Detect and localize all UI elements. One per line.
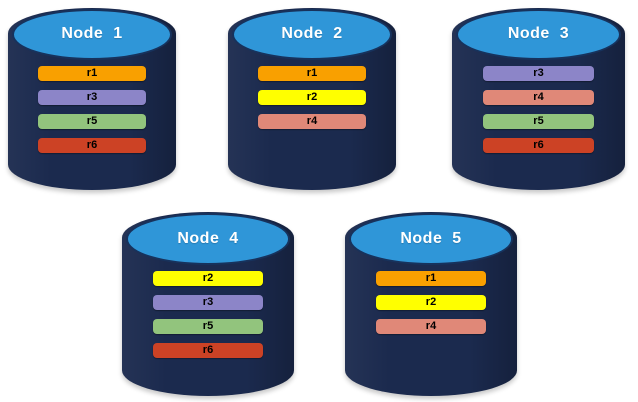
replica-bar-r5[interactable]: r5 bbox=[483, 114, 594, 130]
replica-bar-r4[interactable]: r4 bbox=[483, 90, 594, 106]
replica-bar-r1[interactable]: r1 bbox=[375, 270, 487, 286]
replica-bar-r2[interactable]: r2 bbox=[258, 90, 366, 106]
node-cylinder-top: Node 4 bbox=[125, 213, 291, 265]
node-label: Node 1 bbox=[61, 25, 123, 43]
database-node-2[interactable]: Node 2 r1 r2 r4 bbox=[228, 8, 396, 190]
node-label: Node 3 bbox=[507, 25, 570, 43]
database-node-4[interactable]: Node 4 r2 r3 r5 r6 bbox=[122, 212, 294, 396]
replica-list: r1 r2 r4 bbox=[258, 66, 366, 130]
database-node-3[interactable]: Node 3 r3 r4 r5 r6 bbox=[452, 8, 625, 190]
replica-list: r1 r3 r5 r6 bbox=[38, 66, 146, 154]
node-label: Node 2 bbox=[281, 25, 343, 43]
replica-bar-r3[interactable]: r3 bbox=[483, 66, 594, 82]
replica-bar-r6[interactable]: r6 bbox=[38, 138, 146, 154]
replica-bar-r3[interactable]: r3 bbox=[38, 90, 146, 106]
replica-bar-r4[interactable]: r4 bbox=[258, 114, 366, 130]
replica-bar-r2[interactable]: r2 bbox=[375, 294, 487, 310]
replica-bar-r1[interactable]: r1 bbox=[38, 66, 146, 82]
replica-bar-r3[interactable]: r3 bbox=[152, 294, 264, 310]
replica-list: r3 r4 r5 r6 bbox=[483, 66, 594, 154]
node-cylinder-top: Node 5 bbox=[348, 213, 514, 265]
node-label: Node 4 bbox=[177, 229, 239, 247]
replica-list: r1 r2 r4 bbox=[375, 270, 487, 334]
node-cylinder-top: Node 1 bbox=[11, 9, 173, 60]
replica-bar-r5[interactable]: r5 bbox=[152, 318, 264, 334]
replica-list: r2 r3 r5 r6 bbox=[152, 270, 264, 358]
replica-bar-r4[interactable]: r4 bbox=[375, 318, 487, 334]
replica-bar-r6[interactable]: r6 bbox=[483, 138, 594, 154]
replica-bar-r6[interactable]: r6 bbox=[152, 342, 264, 358]
node-cylinder-top: Node 3 bbox=[455, 9, 622, 60]
replica-bar-r5[interactable]: r5 bbox=[38, 114, 146, 130]
database-node-5[interactable]: Node 5 r1 r2 r4 bbox=[345, 212, 517, 396]
replica-bar-r1[interactable]: r1 bbox=[258, 66, 366, 82]
database-node-1[interactable]: Node 1 r1 r3 r5 r6 bbox=[8, 8, 176, 190]
node-label: Node 5 bbox=[400, 229, 462, 247]
replica-bar-r2[interactable]: r2 bbox=[152, 270, 264, 286]
node-cylinder-top: Node 2 bbox=[231, 9, 393, 60]
